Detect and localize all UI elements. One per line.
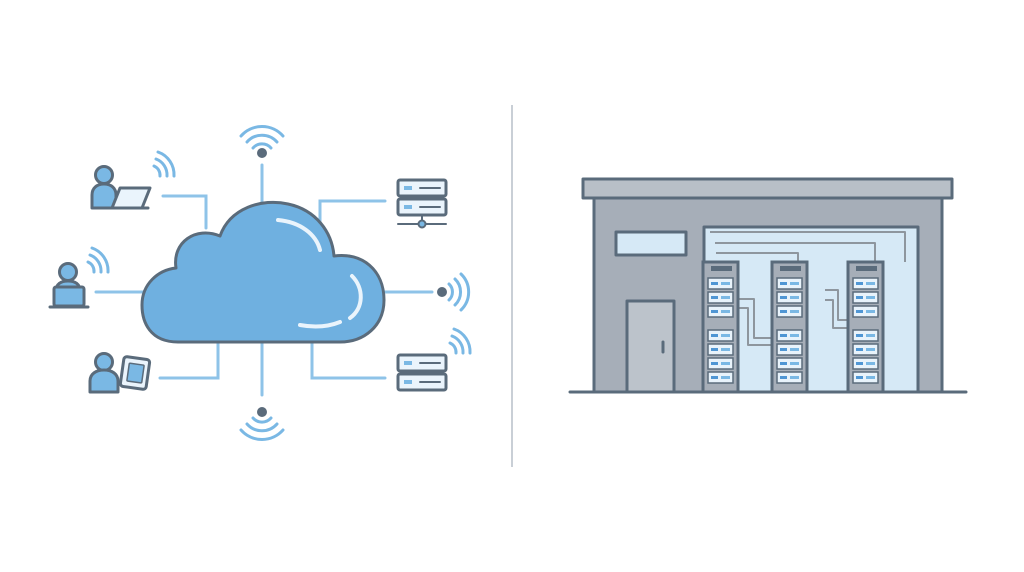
server-unit: [852, 277, 879, 290]
server-rack-icon: [846, 260, 885, 394]
server-unit: [707, 343, 734, 356]
server-icon: [396, 327, 472, 392]
tablet-user-icon: [88, 352, 152, 394]
building-roof: [581, 177, 954, 200]
server-unit: [707, 371, 734, 384]
server-unit: [707, 277, 734, 290]
wifi-signal-icon: [239, 125, 285, 158]
server-unit: [707, 329, 734, 342]
laptop-user-icon: [48, 246, 110, 309]
server-racks: [701, 260, 885, 394]
cable: [738, 307, 772, 346]
cloud-highlight-top: [276, 218, 322, 252]
network-connectors: [94, 163, 434, 397]
server-unit: [707, 357, 734, 370]
cable: [825, 299, 849, 329]
server-unit: [776, 305, 803, 318]
server-unit: [776, 371, 803, 384]
cloud-icon: [140, 200, 386, 344]
server-unit: [852, 371, 879, 384]
server-icon: [396, 178, 448, 229]
wifi-signal-icon: [239, 407, 285, 441]
network-cables: [710, 231, 906, 346]
server-rack-icon: [770, 260, 809, 394]
server-unit: [776, 357, 803, 370]
server-unit: [776, 291, 803, 304]
cable: [716, 252, 799, 262]
server-unit: [707, 291, 734, 304]
cable: [825, 289, 849, 321]
server-unit: [852, 291, 879, 304]
server-unit: [852, 343, 879, 356]
server-unit: [776, 343, 803, 356]
server-unit: [852, 329, 879, 342]
cable: [738, 298, 772, 339]
server-unit: [707, 305, 734, 318]
server-unit: [776, 277, 803, 290]
wifi-signal-icon: [437, 272, 471, 312]
server-unit: [852, 305, 879, 318]
connector-top-right: [318, 199, 387, 230]
building-window: [614, 230, 688, 257]
cloud-network-panel: [48, 125, 472, 441]
cable: [710, 231, 906, 262]
connector-bottom-right: [310, 338, 387, 380]
cloud-highlight-right: [348, 274, 363, 320]
data-center-panel: [568, 177, 968, 394]
server-rack-icon: [701, 260, 740, 394]
cloud-highlight-bottom: [298, 320, 342, 329]
server-unit: [852, 357, 879, 370]
laptop-user-icon: [90, 150, 176, 210]
building-icon: [581, 177, 954, 394]
connector-top-left: [161, 194, 208, 230]
connector-bottom-left: [158, 338, 220, 380]
server-unit: [776, 329, 803, 342]
cable: [715, 242, 876, 262]
door-icon: [625, 299, 676, 394]
